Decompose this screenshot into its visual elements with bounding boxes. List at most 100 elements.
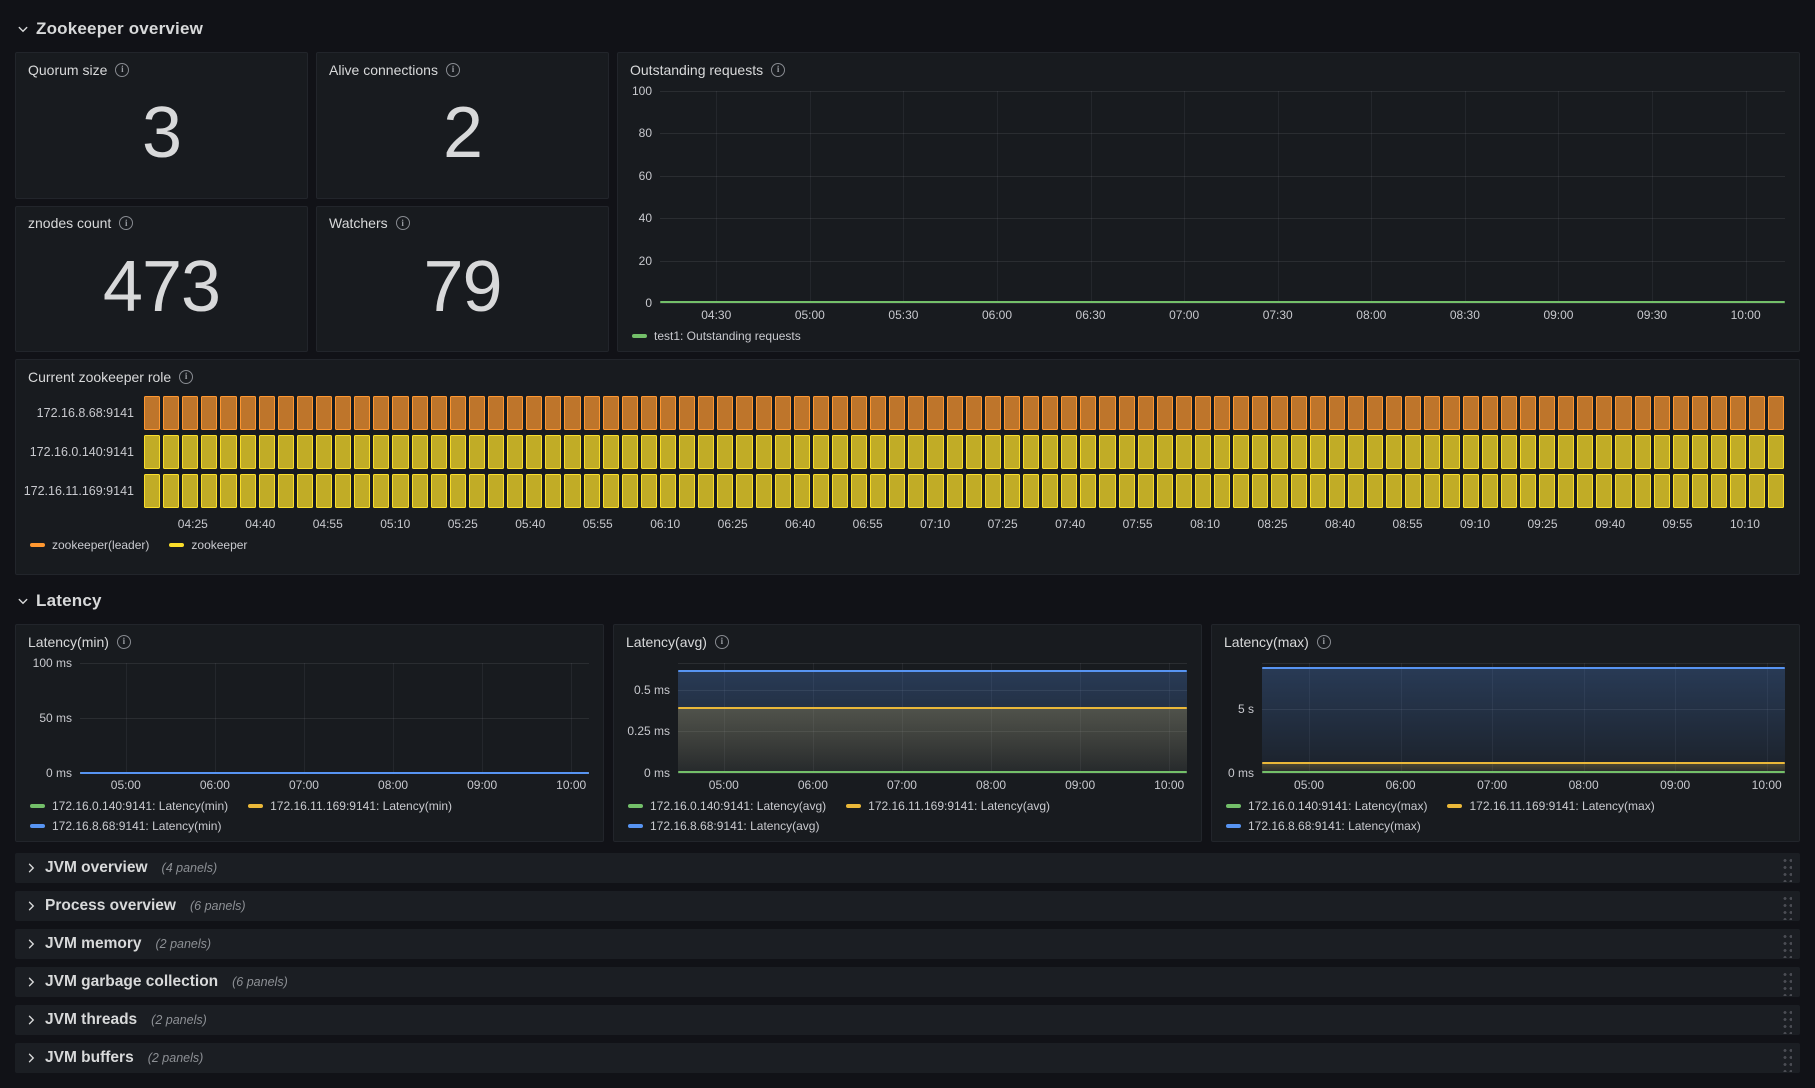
state-bar [755, 474, 772, 508]
info-icon[interactable]: i [179, 369, 194, 384]
drag-handle-icon[interactable] [1781, 1044, 1792, 1072]
panel-header[interactable]: Latency(min) i [16, 625, 603, 655]
legend-series-label: test1: Outstanding requests [654, 329, 801, 343]
gridline [1371, 91, 1373, 303]
state-bar [679, 474, 696, 508]
gridline [660, 260, 1785, 262]
row-jvm-garbage-collection[interactable]: JVM garbage collection (6 panels) [15, 967, 1800, 997]
panel-header[interactable]: Latency(avg) i [614, 625, 1201, 655]
state-bar [144, 435, 161, 469]
gridline [1400, 663, 1402, 773]
state-bar [1347, 435, 1364, 469]
panel-header[interactable]: Quorum size i [16, 53, 307, 83]
section-header-latency[interactable]: Latency [17, 588, 1800, 614]
plot-area[interactable] [80, 663, 589, 774]
legend-series-dash [1226, 824, 1241, 828]
state-bar [1386, 474, 1403, 508]
info-icon[interactable]: i [119, 216, 134, 230]
series-line [678, 669, 1187, 672]
legend-item[interactable]: 172.16.0.140:9141: Latency(min) [30, 799, 228, 813]
drag-handle-icon[interactable] [1781, 892, 1792, 920]
state-bar [927, 474, 944, 508]
legend-item[interactable]: 172.16.11.169:9141: Latency(max) [1447, 799, 1655, 813]
state-bar [1023, 396, 1040, 430]
state-bar [144, 396, 161, 430]
state-bar [1596, 474, 1613, 508]
state-bar [698, 396, 715, 430]
drag-handle-icon[interactable] [1781, 854, 1792, 882]
legend-item[interactable]: 172.16.0.140:9141: Latency(avg) [628, 799, 826, 813]
row-title: JVM overview [45, 859, 148, 876]
state-bar [220, 396, 237, 430]
y-axis-label: 60 [638, 168, 652, 183]
plot-area[interactable] [660, 91, 1785, 304]
y-axis-label: 0 ms [643, 766, 670, 780]
legend-item[interactable]: zookeeper [169, 538, 247, 552]
state-bar [812, 435, 829, 469]
legend-item[interactable]: 172.16.11.169:9141: Latency(min) [248, 799, 452, 813]
top-panel-grid: Quorum size i 3 Alive connections i 2 Ou… [15, 52, 1800, 352]
panel-header[interactable]: Latency(max) i [1212, 625, 1799, 655]
x-axis-label: 06:30 [1075, 308, 1106, 322]
x-axis-label: 06:25 [717, 517, 748, 531]
legend-item[interactable]: 172.16.8.68:9141: Latency(min) [30, 819, 221, 833]
state-bar [277, 396, 294, 430]
state-bar [1328, 396, 1345, 430]
state-bar [1519, 474, 1536, 508]
legend-series-label: 172.16.8.68:9141: Latency(max) [1248, 819, 1421, 833]
x-axis-label: 06:55 [852, 517, 883, 531]
state-bar [1061, 474, 1078, 508]
drag-handle-icon[interactable] [1781, 968, 1792, 996]
state-bar [1577, 474, 1594, 508]
panel-header[interactable]: Watchers i [317, 207, 608, 237]
row-jvm-buffers[interactable]: JVM buffers (2 panels) [15, 1043, 1800, 1073]
state-bar [1252, 396, 1269, 430]
legend-item[interactable]: 172.16.0.140:9141: Latency(max) [1226, 799, 1427, 813]
state-bar [1271, 396, 1288, 430]
plot-area[interactable] [678, 663, 1187, 774]
row-jvm-overview[interactable]: JVM overview (4 panels) [15, 853, 1800, 883]
timeline-bars [144, 435, 1785, 469]
x-axis-label: 08:00 [1568, 778, 1599, 792]
row-jvm-memory[interactable]: JVM memory (2 panels) [15, 929, 1800, 959]
gridline [1583, 663, 1585, 773]
state-bar [1710, 435, 1728, 469]
state-bar [1730, 396, 1747, 430]
legend-item[interactable]: 172.16.11.169:9141: Latency(avg) [846, 799, 1050, 813]
info-icon[interactable]: i [771, 62, 786, 77]
state-bar [144, 474, 161, 508]
panel-header[interactable]: Alive connections i [317, 53, 608, 83]
legend-item[interactable]: zookeeper(leader) [30, 538, 149, 552]
info-icon[interactable]: i [115, 62, 130, 77]
timeline-row-label: 172.16.0.140:9141 [29, 445, 134, 459]
state-bar [545, 396, 562, 430]
section-header-zookeeper-overview[interactable]: Zookeeper overview [17, 16, 1800, 42]
panel-header[interactable]: Outstanding requests i [618, 53, 1799, 83]
state-bar [411, 474, 428, 508]
panel-header[interactable]: Current zookeeper role i [16, 360, 1799, 390]
info-icon[interactable]: i [445, 62, 460, 77]
info-icon[interactable]: i [1316, 634, 1331, 649]
info-icon[interactable]: i [714, 634, 729, 649]
legend-item[interactable]: 172.16.8.68:9141: Latency(max) [1226, 819, 1421, 833]
info-icon[interactable]: i [395, 216, 410, 230]
panel-header[interactable]: znodes count i [16, 207, 307, 237]
row-title: JVM garbage collection [45, 973, 219, 990]
info-icon[interactable]: i [116, 634, 131, 649]
legend-item[interactable]: test1: Outstanding requests [632, 329, 801, 343]
timeline-row: 172.16.0.140:9141 [16, 435, 1785, 469]
y-axis-label: 20 [638, 253, 652, 268]
state-bar [564, 435, 581, 469]
drag-handle-icon[interactable] [1781, 930, 1792, 958]
legend-item[interactable]: 172.16.8.68:9141: Latency(avg) [628, 819, 819, 833]
drag-handle-icon[interactable] [1781, 1006, 1792, 1034]
plot-area[interactable] [1262, 663, 1785, 774]
x-axis-label: 09:30 [1637, 308, 1668, 322]
gridline [660, 303, 1785, 304]
row-jvm-threads[interactable]: JVM threads (2 panels) [15, 1005, 1800, 1035]
state-bar [1749, 474, 1766, 508]
row-process-overview[interactable]: Process overview (6 panels) [15, 891, 1800, 921]
